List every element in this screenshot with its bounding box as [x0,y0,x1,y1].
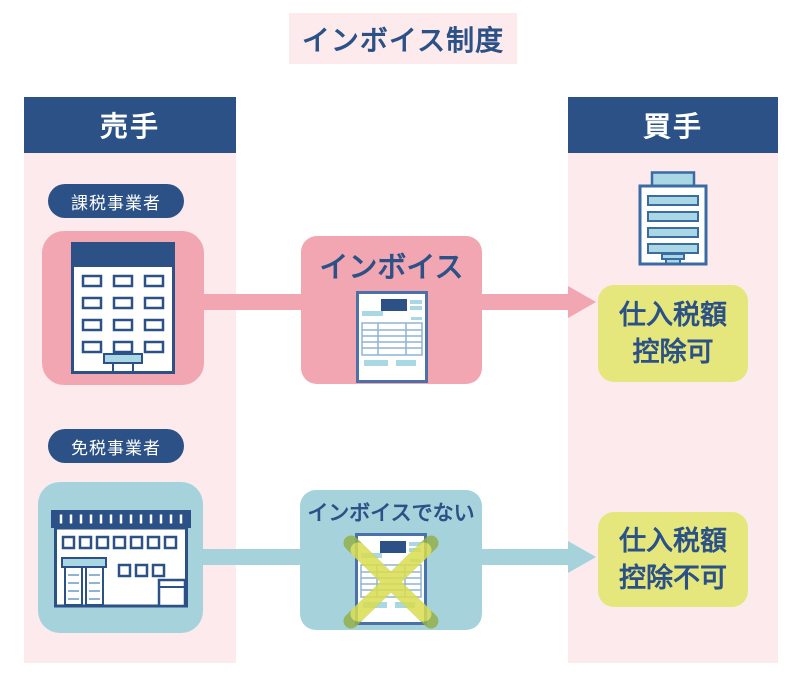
taxable-business-box [42,231,204,385]
page-title: インボイス制度 [289,13,517,64]
non-invoice-flow-arrowhead-icon [568,541,596,573]
deduction-allowed-box: 仕入税額 控除可 [598,285,748,382]
office-building-icon [71,242,175,374]
deduction-allowed-line1: 仕入税額 [619,299,727,330]
deduction-denied-line1: 仕入税額 [619,525,727,556]
deduction-allowed-line2: 控除可 [632,336,714,367]
company-building-icon [638,171,708,266]
exempt-business-box [38,482,203,633]
buyer-building-wrap [631,171,715,276]
invoice-flow-label: インボイス [319,252,464,284]
shop-building-icon [50,510,191,608]
seller-column-header: 売手 [24,97,236,153]
taxable-business-badge: 課税事業者 [48,184,184,218]
exempt-business-badge: 免税事業者 [48,429,184,463]
non-invoice-flow-label: インボイスでない [307,502,475,525]
invoice-flow-box: インボイス [301,236,482,384]
invoice-flow-arrowhead-icon [568,286,596,318]
crossed-invoice-icon [343,533,439,629]
x-mark-icon [343,535,439,629]
buyer-column-header: 買手 [568,97,778,153]
deduction-denied-box: 仕入税額 控除不可 [598,512,748,607]
non-invoice-flow-box: インボイスでない [300,490,482,630]
invoice-document-icon [355,291,428,383]
deduction-denied-line2: 控除不可 [619,562,727,593]
